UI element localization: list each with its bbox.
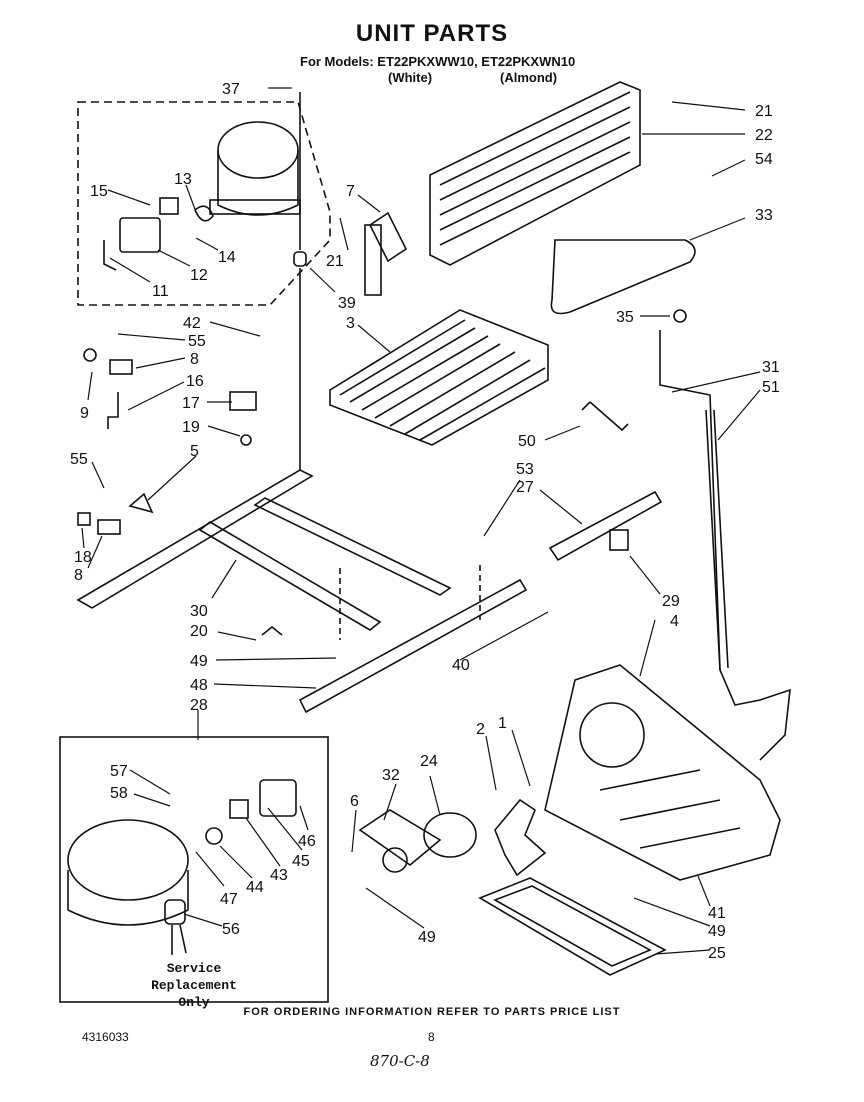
service-note-line2: Only — [178, 995, 210, 1010]
models-line: For Models: ET22PKXWW10, ET22PKXWN10 — [300, 54, 576, 69]
callout-11: 11 — [152, 283, 169, 300]
drier-part — [548, 490, 663, 562]
callout-17: 17 — [182, 395, 200, 412]
compressor-part — [217, 121, 299, 179]
callout-33: 33 — [755, 207, 773, 224]
callout-46: 46 — [298, 833, 316, 850]
callout-30: 30 — [190, 603, 208, 620]
callout-55b: 55 — [70, 451, 88, 468]
callout-9: 9 — [80, 405, 89, 422]
callout-45: 45 — [292, 853, 310, 870]
callout-16: 16 — [186, 373, 204, 390]
callout-8: 8 — [190, 351, 199, 368]
service-replacement-note: Service Replacement Only — [120, 960, 268, 1011]
callout-48: 48 — [190, 677, 208, 694]
callout-25: 25 — [708, 945, 726, 962]
callout-54: 54 — [755, 151, 773, 168]
base-rails — [76, 469, 528, 714]
callout-37: 37 — [222, 81, 240, 98]
callout-50: 50 — [518, 433, 536, 450]
callout-22: 22 — [755, 127, 773, 144]
callout-27: 27 — [516, 479, 534, 496]
callout-49: 49 — [190, 653, 208, 670]
callout-39: 39 — [338, 295, 356, 312]
relay-part — [119, 217, 161, 253]
callout-2: 2 — [476, 721, 485, 738]
compressor-group-outline — [77, 101, 331, 306]
machine-base — [544, 664, 781, 881]
callout-4: 4 — [670, 613, 679, 630]
callout-8b: 8 — [74, 567, 83, 584]
callout-28: 28 — [190, 697, 208, 714]
callout-51: 51 — [762, 379, 780, 396]
callout-42: 42 — [183, 315, 201, 332]
fan-motor — [423, 812, 477, 858]
callout-3: 3 — [346, 315, 355, 332]
callout-55: 55 — [188, 333, 206, 350]
callout-49c: 49 — [418, 929, 436, 946]
callout-58: 58 — [110, 785, 128, 802]
callout-35: 35 — [616, 309, 634, 326]
callout-56: 56 — [222, 921, 240, 938]
callout-31: 31 — [762, 359, 780, 376]
callout-57: 57 — [110, 763, 128, 780]
callout-14: 14 — [218, 249, 236, 266]
callout-1: 1 — [498, 715, 507, 732]
callout-12: 12 — [190, 267, 208, 284]
drain-pan — [478, 877, 667, 976]
evaporator-coil — [329, 309, 549, 446]
callout-7: 7 — [346, 183, 355, 200]
service-note-line1: Service Replacement — [151, 961, 237, 993]
color-white-label: (White) — [388, 70, 433, 85]
callout-21: 21 — [755, 103, 773, 120]
callout-43: 43 — [270, 867, 288, 884]
callout-5: 5 — [190, 443, 199, 460]
callout-44: 44 — [246, 879, 264, 896]
handwritten-note: 870-C-8 — [370, 1052, 430, 1070]
callout-24: 24 — [420, 753, 438, 770]
document-number: 4316033 — [82, 1030, 129, 1044]
callout-47: 47 — [220, 891, 238, 908]
callout-15: 15 — [90, 183, 108, 200]
page-number: 8 — [428, 1030, 435, 1044]
ordering-note: FOR ORDERING INFORMATION REFER TO PARTS … — [243, 1006, 621, 1018]
callout-53: 53 — [516, 461, 534, 478]
callout-41: 41 — [708, 905, 726, 922]
page-title: UNIT PARTS — [355, 20, 509, 47]
callout-40: 40 — [452, 657, 470, 674]
condenser-coil — [364, 81, 641, 296]
callout-32: 32 — [382, 767, 400, 784]
callout-6: 6 — [350, 793, 359, 810]
callout-49b: 49 — [708, 923, 726, 940]
fan-blade — [494, 798, 547, 877]
callout-13: 13 — [174, 171, 192, 188]
service-replacement-box — [59, 736, 329, 1003]
color-almond-label: (Almond) — [500, 70, 558, 85]
callout-19: 19 — [182, 419, 200, 436]
callout-21b: 21 — [326, 253, 344, 270]
callout-20: 20 — [190, 623, 208, 640]
callout-18: 18 — [74, 549, 92, 566]
callout-29: 29 — [662, 593, 680, 610]
